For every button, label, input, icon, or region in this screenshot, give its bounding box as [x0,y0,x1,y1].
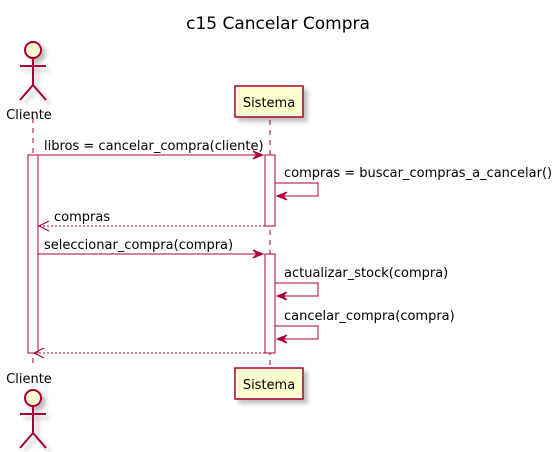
message-arrow-2 [275,182,319,197]
sistema-label-bottom: Sistema [243,378,295,393]
message-label-1: libros = cancelar_compra(cliente) [44,139,264,154]
message-label-6: cancelar_compra(compra) [284,309,455,324]
sistema-participant-box-bottom [234,367,304,400]
cliente-label-top: Cliente [6,108,52,123]
cliente-actor-icon-top [19,41,47,101]
cliente-activation-bar [27,154,39,354]
arrow-head-4 [252,249,265,259]
message-label-4: seleccionar_compra(compra) [44,238,233,253]
sistema-participant-box-top [234,85,304,118]
arrow-head-1 [252,150,265,160]
message-label-2: compras = buscar_compras_a_cancelar() [284,166,552,181]
cliente-actor-icon-bottom [19,389,47,449]
arrow-head-6 [275,334,288,344]
sistema-activation-bar-1 [264,154,276,227]
arrow-head-final [32,347,45,359]
arrow-head-5 [275,291,288,301]
diagram-title: c15 Cancelar Compra [186,14,370,34]
cliente-label-bottom: Cliente [6,372,52,387]
message-arrow-5 [275,282,319,297]
message-arrow-6 [275,325,319,340]
sistema-activation-bar-2 [264,253,276,354]
arrow-head-2 [275,191,288,201]
sistema-label-top: Sistema [243,96,295,111]
message-label-5: actualizar_stock(compra) [284,266,448,281]
message-label-3: compras [54,210,110,225]
arrow-head-3 [37,220,50,232]
